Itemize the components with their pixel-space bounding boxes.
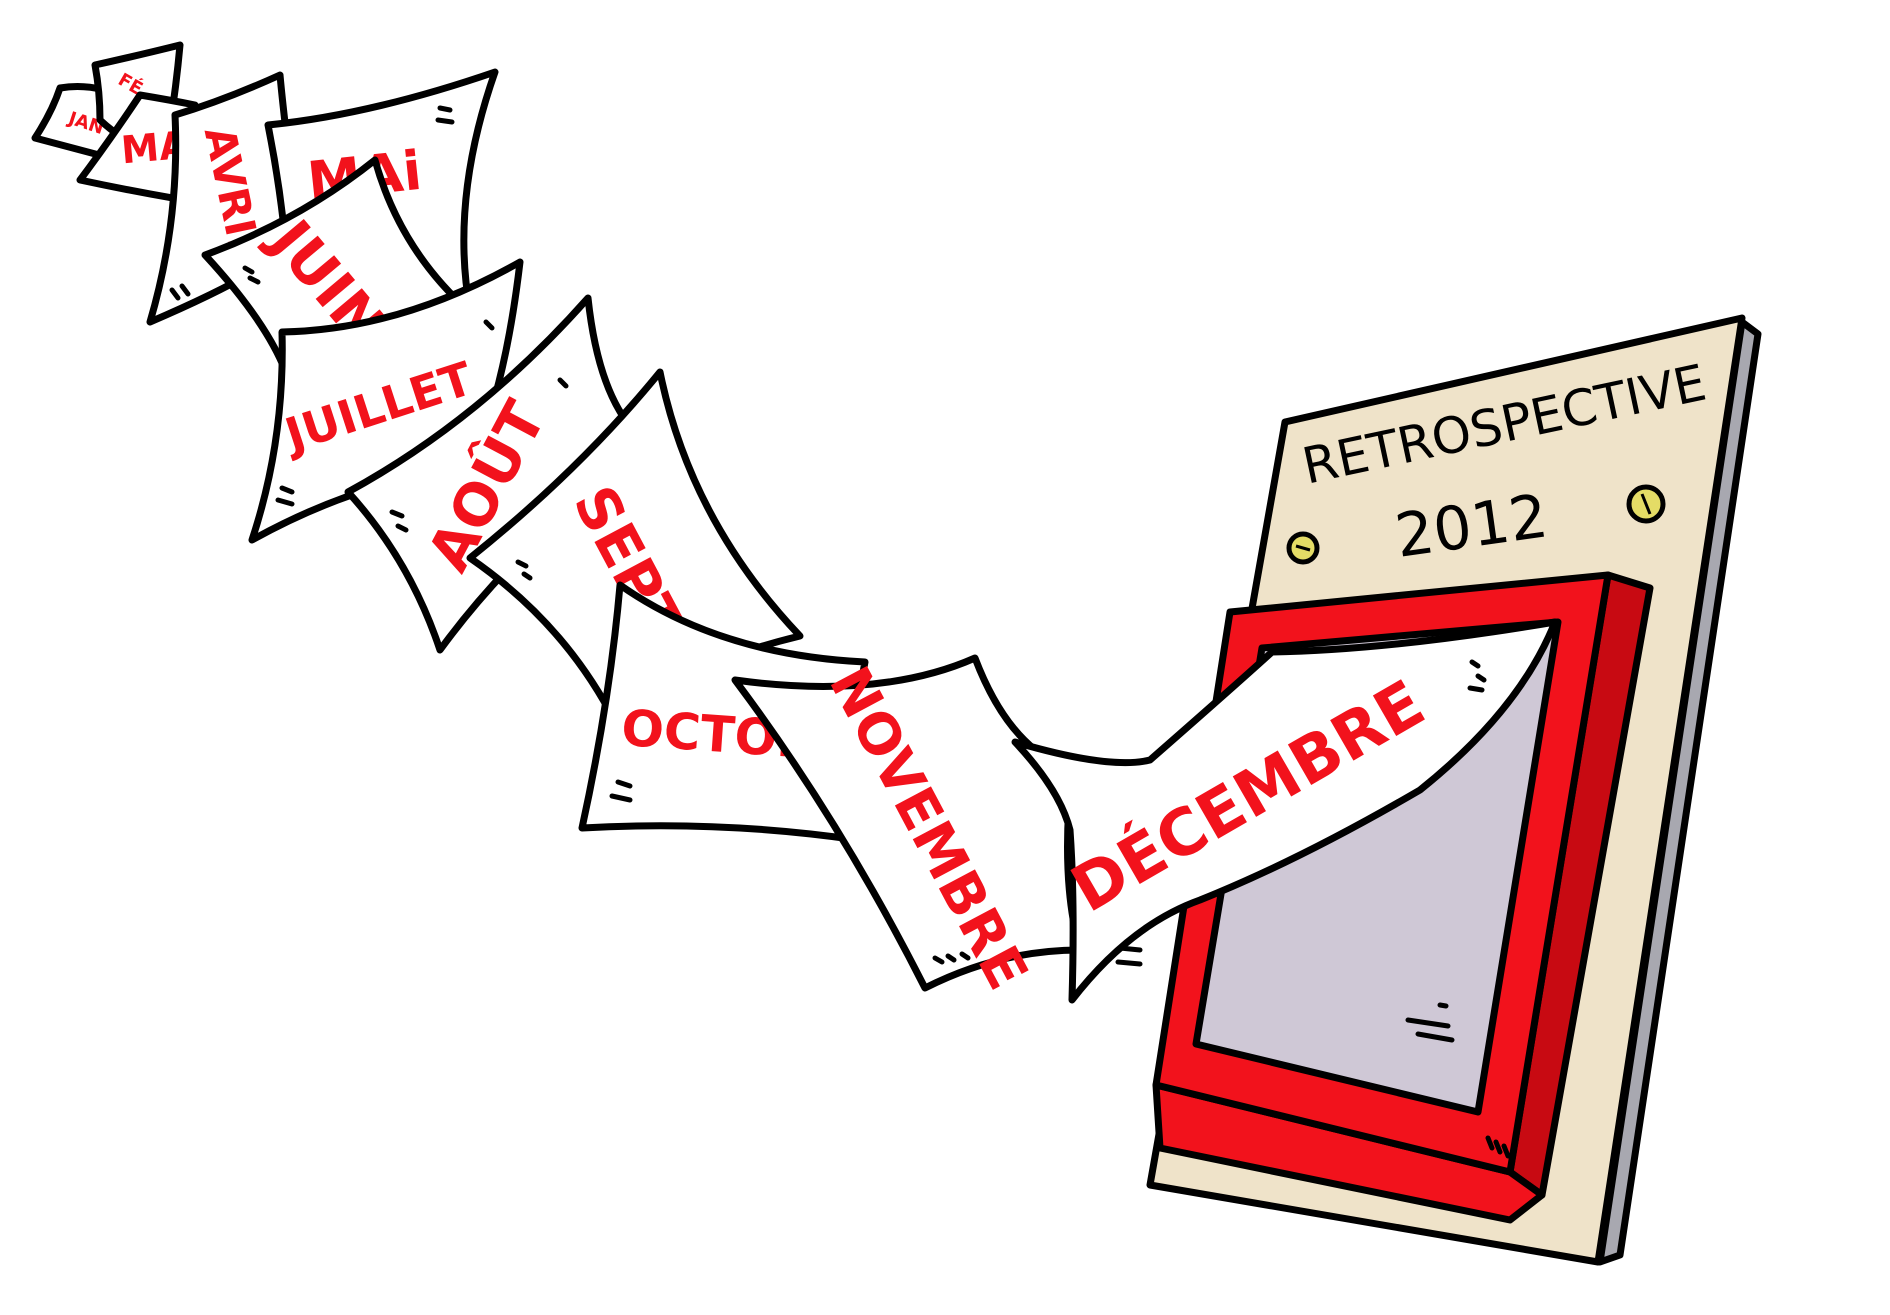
sheet-september: SEPT (466, 368, 804, 716)
sheet-november: NOVEMBRE (731, 654, 1084, 1000)
frame-marks (1485, 1135, 1511, 1159)
pin-left (1286, 531, 1320, 565)
window-marks (1405, 1002, 1455, 1043)
pin-right (1626, 484, 1666, 524)
